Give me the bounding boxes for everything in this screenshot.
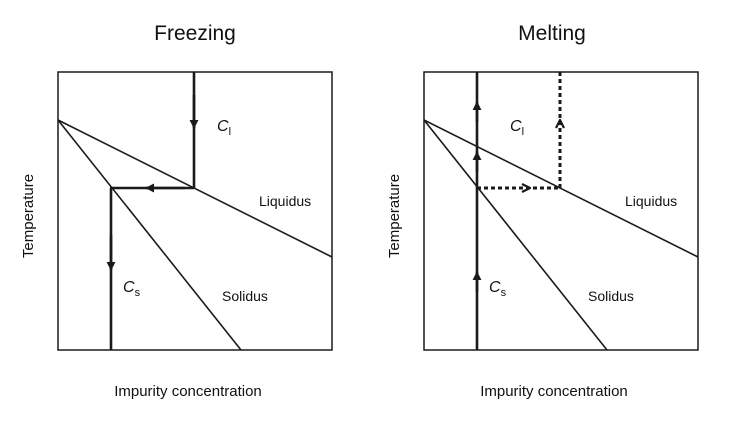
solidus-label: Solidus: [588, 288, 634, 304]
freezing-panel: Freezing Cl Cs Liquidus Solidus Impurity…: [20, 22, 333, 400]
y-axis-label: Temperature: [386, 174, 403, 258]
solid-composition-label: Cs: [123, 279, 141, 299]
solid-composition-label: Cs: [489, 279, 507, 299]
melting-panel: Melting Cl Cs Liquidus Solidus Impurity …: [386, 22, 699, 400]
plot-frame: [423, 71, 699, 351]
liquid-composition-label: Cl: [217, 118, 231, 138]
liquidus-label: Liquidus: [259, 193, 311, 209]
solidus-line: [423, 119, 608, 351]
liquidus-line: [57, 119, 333, 258]
liquid-composition-label: Cl: [510, 118, 524, 138]
liquidus-label: Liquidus: [625, 193, 677, 209]
panel-title: Freezing: [154, 22, 236, 45]
panel-title: Melting: [518, 22, 586, 45]
liquidus-line: [423, 119, 699, 258]
solidus-line: [57, 119, 242, 351]
x-axis-label: Impurity concentration: [480, 383, 628, 400]
x-axis-label: Impurity concentration: [114, 383, 262, 400]
solidus-label: Solidus: [222, 288, 268, 304]
y-axis-label: Temperature: [20, 174, 37, 258]
